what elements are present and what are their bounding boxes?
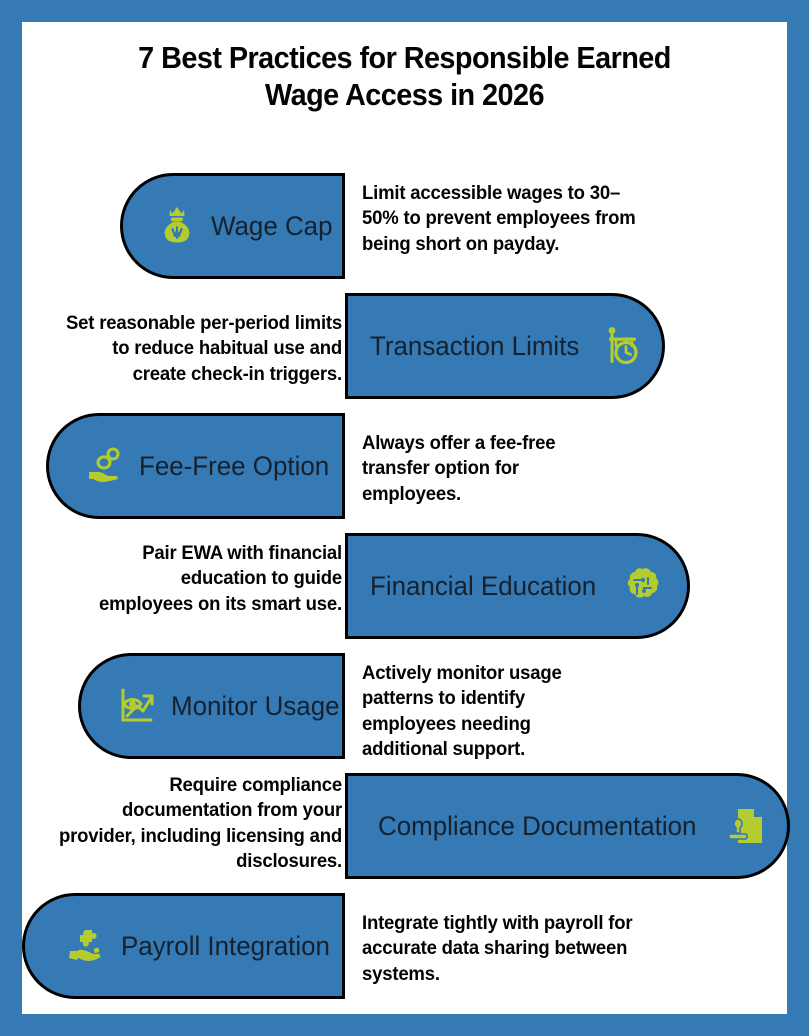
page-title: 7 Best Practices for Responsible Earned …	[49, 40, 760, 113]
pill-monitor-usage[interactable]: Monitor Usage	[78, 653, 345, 759]
item-description: Limit accessible wages to 30–50% to prev…	[362, 182, 636, 255]
pill-label: Monitor Usage	[171, 690, 340, 721]
list-item: Fee-Free Option Always offer a fee-free …	[22, 413, 787, 519]
hand-puzzle-icon	[65, 924, 109, 968]
clock-sign-icon	[602, 324, 646, 368]
list-item: Pair EWA with financial education to gui…	[22, 533, 787, 639]
pill-label: Financial Education	[370, 570, 597, 601]
page-title-line-2: Wage Access in 2026	[265, 76, 544, 112]
pill-label: Transaction Limits	[370, 330, 580, 361]
page-title-line-1: 7 Best Practices for Responsible Earned	[138, 40, 671, 75]
pill-transaction-limits[interactable]: Transaction Limits	[345, 293, 665, 399]
list-item: Set reasonable per-period limits to redu…	[22, 293, 787, 399]
document-stamp-icon	[724, 804, 768, 848]
pill-label: Compliance Documentation	[378, 810, 697, 841]
item-description: Require compliance documentation from yo…	[59, 774, 342, 873]
money-bag-icon	[155, 204, 199, 248]
pill-wage-cap[interactable]: Wage Cap	[120, 173, 345, 279]
list-item: Monitor Usage Actively monitor usage pat…	[22, 653, 787, 761]
hand-coins-icon	[83, 444, 127, 488]
pill-label: Fee-Free Option	[139, 450, 330, 481]
eye-chart-icon	[115, 684, 159, 728]
pill-label: Wage Cap	[211, 210, 333, 241]
brain-circuit-icon	[620, 564, 664, 608]
pill-fee-free-option[interactable]: Fee-Free Option	[46, 413, 345, 519]
item-description: Integrate tightly with payroll for accur…	[362, 912, 633, 985]
pill-payroll-integration[interactable]: Payroll Integration	[22, 893, 345, 999]
list-item: Wage Cap Limit accessible wages to 30–50…	[22, 173, 787, 279]
item-description: Actively monitor usage patterns to ident…	[362, 662, 562, 761]
item-description: Pair EWA with financial education to gui…	[98, 542, 342, 615]
item-description: Set reasonable per-period limits to redu…	[65, 312, 343, 385]
pill-compliance-documentation[interactable]: Compliance Documentation	[345, 773, 790, 879]
list-item: Payroll Integration Integrate tightly wi…	[22, 893, 787, 999]
list-item: Require compliance documentation from yo…	[22, 773, 790, 879]
item-description: Always offer a fee-free transfer option …	[362, 432, 556, 505]
pill-financial-education[interactable]: Financial Education	[345, 533, 690, 639]
pill-label: Payroll Integration	[121, 930, 330, 961]
